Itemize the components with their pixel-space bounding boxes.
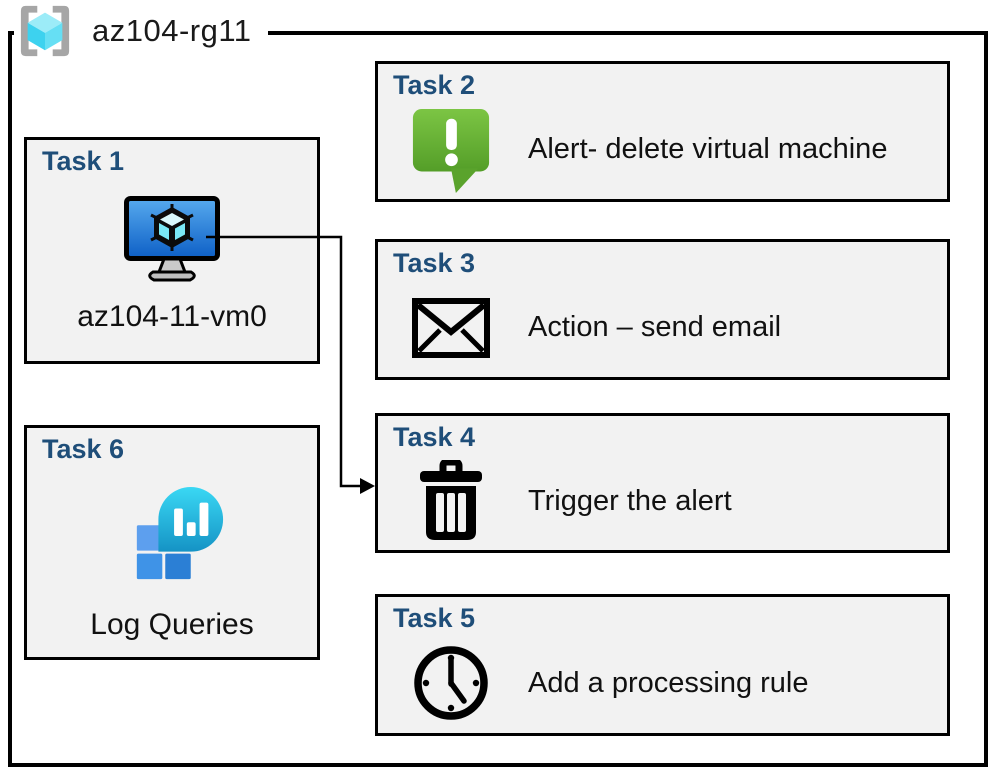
task-2-title: Task 2: [393, 70, 476, 100]
virtual-machine-icon: [124, 196, 220, 282]
task-5-box: Task 5 Add a processing rule: [375, 594, 950, 736]
task-1-label: az104-11-vm0: [77, 300, 267, 333]
task-6-title: Task 6: [42, 434, 125, 464]
task-3-box: Task 3 Action – send email: [375, 239, 950, 380]
resource-group-border: [8, 31, 988, 767]
email-envelope-icon: [408, 297, 494, 358]
task-2-label: Alert- delete virtual machine: [528, 133, 888, 165]
task-5-label: Add a processing rule: [528, 666, 809, 699]
task-3-title: Task 3: [393, 248, 476, 278]
task-2-box: Task 2 Alert- delete virtual machin: [375, 61, 950, 202]
log-queries-icon: [136, 486, 224, 580]
alert-message-icon: [408, 104, 494, 196]
task-6-box: Task 6 Log Queries: [24, 425, 320, 660]
resource-group-icon: [20, 5, 70, 57]
task-6-label: Log Queries: [90, 608, 254, 641]
clock-icon: [408, 644, 494, 722]
task-1-title: Task 1: [42, 146, 125, 176]
task-4-title: Task 4: [393, 422, 476, 452]
task-1-box: Task 1: [24, 137, 320, 364]
task-4-label: Trigger the alert: [528, 484, 732, 517]
task-5-title: Task 5: [393, 603, 476, 633]
resource-group-header: az104-rg11: [14, 2, 268, 60]
trash-icon: [408, 460, 494, 542]
task-4-box: Task 4 Trigger the alert: [375, 413, 950, 553]
task-3-label: Action – send email: [528, 311, 782, 343]
resource-group-name: az104-rg11: [92, 13, 252, 48]
